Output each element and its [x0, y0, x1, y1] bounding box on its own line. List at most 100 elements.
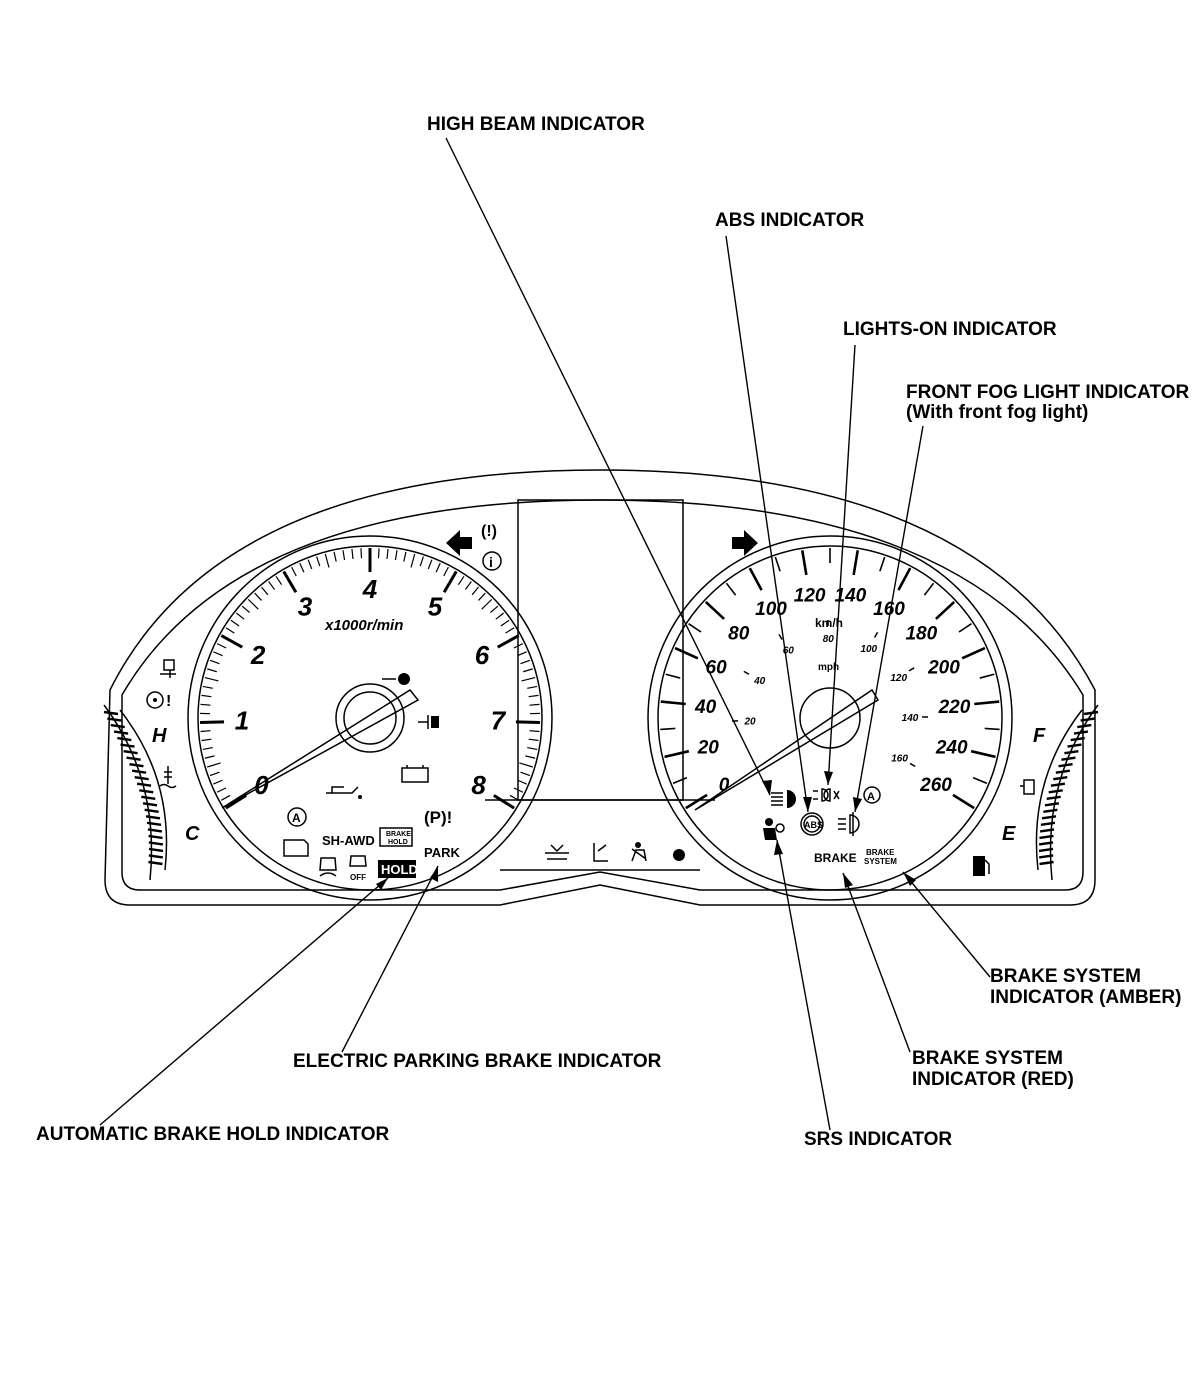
- speed-tick: [897, 567, 912, 591]
- speed-number-kmh: 240: [935, 738, 968, 759]
- temp-gauge-tick: [142, 802, 158, 807]
- speed-number-kmh: 160: [873, 599, 905, 620]
- tach-tick: [443, 566, 449, 577]
- temp-gauge-tick: [131, 769, 147, 774]
- tach-tick: [213, 779, 223, 785]
- tach-tick: [299, 562, 305, 573]
- seatbelt-icon: [631, 842, 647, 862]
- tach-tick: [204, 677, 219, 682]
- smart-key-icon: [382, 673, 410, 685]
- tach-tick: [505, 627, 515, 634]
- mph-tick: [873, 631, 879, 638]
- speed-tick: [748, 567, 763, 591]
- speed-number-kmh: 180: [905, 624, 937, 645]
- tach-tick: [324, 553, 330, 568]
- sh-awd-indicator: SH-AWD: [322, 833, 375, 848]
- brake-red-callout-line1: BRAKE SYSTEM: [912, 1048, 1063, 1069]
- svg-text:A: A: [292, 811, 301, 825]
- temp-gauge-tick: [110, 723, 125, 729]
- tach-tick: [529, 730, 540, 733]
- fuel-gauge-tick: [1043, 808, 1058, 814]
- fuel-gauge-tick: [1039, 834, 1054, 840]
- tach-tick: [522, 668, 533, 673]
- auto-brake-hold-indicator: HOLD: [378, 860, 418, 878]
- tach-tick: [220, 634, 244, 649]
- tach-tick: [529, 703, 540, 706]
- tach-tick: [527, 746, 538, 751]
- speed-tick: [852, 550, 860, 576]
- brake-amber-callout-line2: INDICATOR (AMBER): [990, 987, 1181, 1008]
- tach-tick: [230, 619, 240, 627]
- speed-tick: [672, 776, 688, 785]
- fuel-gauge-tick: [1039, 860, 1054, 866]
- tach-tick: [403, 551, 407, 562]
- tach-tick: [528, 738, 539, 742]
- tach-tick: [333, 551, 337, 562]
- temp-gauge-tick: [148, 847, 164, 853]
- tach-tick: [275, 575, 283, 585]
- speed-tick: [688, 623, 702, 633]
- speed-unit-mph: mph: [818, 662, 839, 673]
- speed-number-kmh: 20: [697, 738, 720, 759]
- brake-hold-indicator: BRAKE HOLD: [379, 827, 413, 847]
- steering-warning-icon: !: [146, 691, 171, 710]
- tach-tick: [201, 694, 212, 698]
- tach-tick: [515, 720, 540, 724]
- cluster-housing: [104, 469, 1096, 906]
- right-turn-signal-icon: [732, 530, 758, 556]
- front-fog-callout: FRONT FOG LIGHT INDICATOR: [906, 382, 1189, 403]
- fuel-gauge-tick: [1053, 776, 1068, 781]
- speed-tick: [704, 600, 725, 620]
- temp-gauge-tick: [126, 756, 141, 761]
- center-display: [517, 499, 684, 801]
- fuel-gauge-tick: [1070, 736, 1085, 742]
- lights-on-callout: LIGHTS-ON INDICATOR: [843, 319, 1057, 340]
- speed-tick: [974, 700, 1000, 706]
- tach-number: 4: [362, 574, 378, 604]
- tach-number: 8: [471, 770, 486, 800]
- svg-text:(P)!: (P)!: [424, 808, 452, 827]
- tach-tick: [481, 598, 493, 610]
- oil-pressure-icon: [326, 786, 362, 799]
- speed-tick: [660, 700, 686, 706]
- tach-number: 7: [491, 705, 507, 735]
- svg-text:(!): (!): [481, 523, 497, 540]
- charging-icon: [418, 715, 439, 729]
- speed-number-mph: 140: [902, 713, 919, 724]
- tach-tick: [386, 548, 389, 559]
- front-fog-callout-note: (With front fog light): [906, 402, 1088, 423]
- transmission-icon: [160, 659, 176, 678]
- fuel-gauge-tick: [1080, 717, 1095, 722]
- speed-tick: [660, 727, 676, 731]
- fuel-gauge-tick: [1050, 782, 1066, 787]
- tach-tick: [519, 762, 533, 768]
- tach-tick: [513, 643, 524, 649]
- temp-gauge-tick: [134, 776, 149, 781]
- tach-tick: [513, 787, 524, 793]
- arrowheads: [376, 771, 916, 890]
- speed-number-mph: 60: [783, 646, 795, 657]
- tach-tick: [213, 651, 223, 657]
- fuel-empty-label: E: [1002, 823, 1016, 845]
- svg-text:OFF: OFF: [350, 873, 366, 882]
- fuel-gauge-tick: [1038, 841, 1054, 846]
- temperature-gauge: H C !: [103, 659, 200, 881]
- info-icon: i: [482, 551, 502, 571]
- tach-tick: [410, 553, 416, 568]
- speed-tick: [774, 556, 781, 572]
- tach-tick: [209, 771, 220, 777]
- seat-icon: [593, 843, 608, 862]
- fuel-pump-icon: [973, 856, 990, 876]
- tach-tick: [261, 586, 269, 596]
- auto-brake-hold-callout: AUTOMATIC BRAKE HOLD INDICATOR: [36, 1124, 390, 1145]
- temp-gauge-tick: [103, 710, 119, 716]
- temp-gauge-tick: [144, 808, 159, 814]
- check-engine-icon: [283, 839, 309, 857]
- svg-text:HOLD: HOLD: [388, 839, 408, 846]
- speed-number-kmh: 0: [719, 775, 730, 796]
- tach-tick: [500, 619, 510, 627]
- front-fog-light-indicator: [838, 812, 860, 836]
- tach-tick: [268, 581, 276, 590]
- speed-tick: [879, 556, 886, 572]
- epb-callout: ELECTRIC PARKING BRAKE INDICATOR: [293, 1051, 662, 1072]
